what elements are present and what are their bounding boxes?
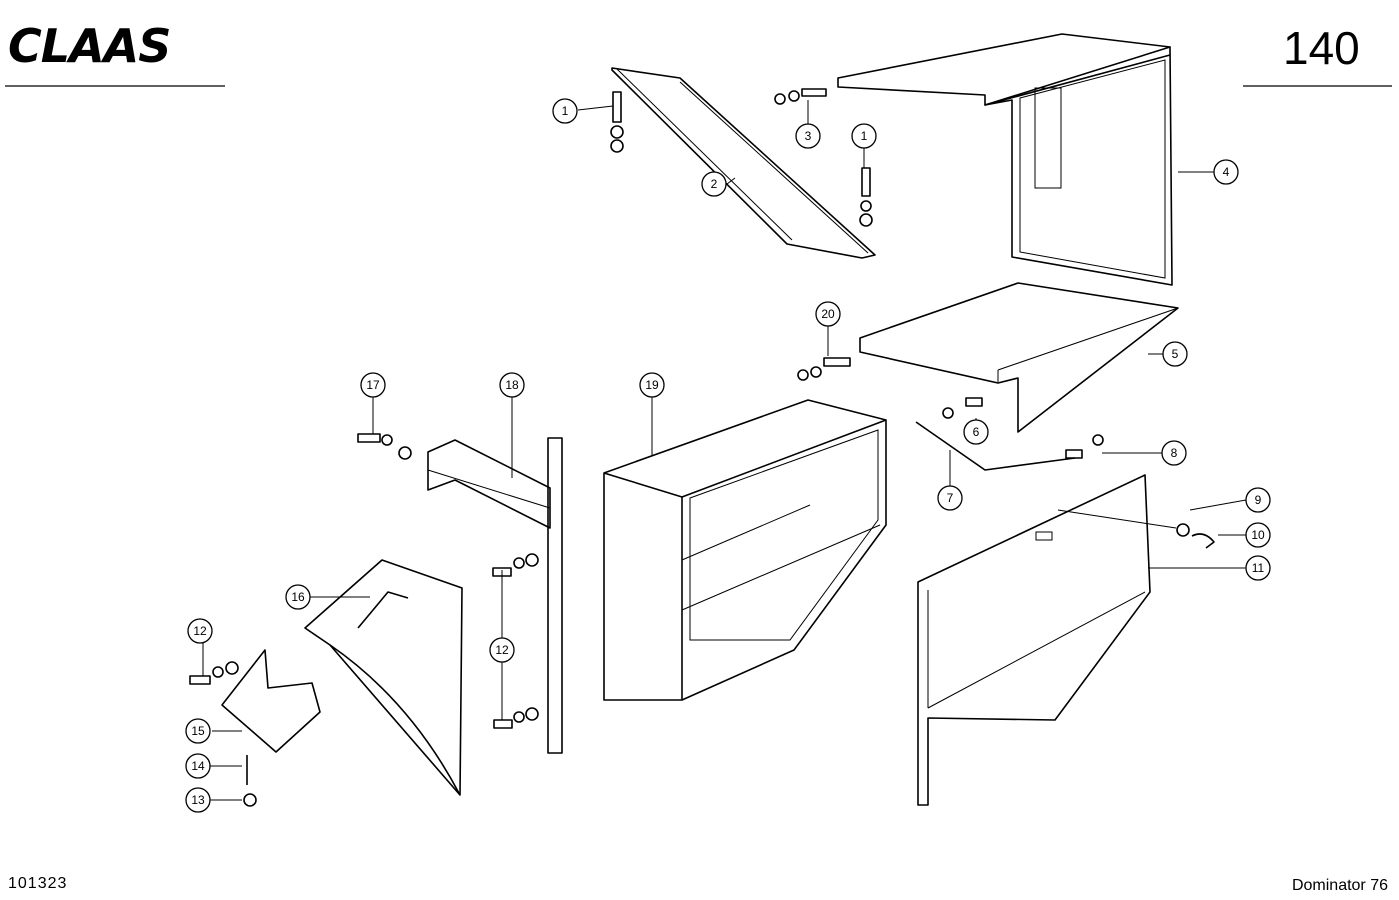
svg-text:13: 13 <box>191 793 205 807</box>
svg-text:18: 18 <box>505 378 519 392</box>
svg-text:3: 3 <box>805 129 812 143</box>
hardware-bolts-drawing <box>610 88 1104 459</box>
callout-7: 7 <box>937 485 963 511</box>
model-name: Dominator 76 <box>1292 877 1388 894</box>
svg-text:2: 2 <box>711 177 718 191</box>
callout-1a: 1 <box>552 98 578 124</box>
callout-1b: 1 <box>851 123 877 149</box>
svg-text:17: 17 <box>366 378 380 392</box>
svg-text:11: 11 <box>1252 561 1265 575</box>
drawing-number: 101323 <box>8 875 67 892</box>
callout-18: 18 <box>499 372 525 398</box>
svg-text:16: 16 <box>291 590 305 604</box>
callout-3: 3 <box>795 123 821 149</box>
svg-text:15: 15 <box>191 724 205 738</box>
svg-text:19: 19 <box>645 378 659 392</box>
callout-13: 13 <box>185 787 211 813</box>
svg-text:6: 6 <box>973 425 980 439</box>
part-7-rod-drawing <box>915 421 1076 471</box>
leader-lines <box>202 100 1247 801</box>
callout-10: 10 <box>1245 522 1271 548</box>
callout-17: 17 <box>360 372 386 398</box>
brand-logo: CLAAS <box>8 19 170 73</box>
callout-8: 8 <box>1161 440 1187 466</box>
callout-20: 20 <box>815 301 841 327</box>
callout-6: 6 <box>963 419 989 445</box>
svg-text:20: 20 <box>821 307 835 321</box>
svg-text:1: 1 <box>861 129 868 143</box>
svg-text:1: 1 <box>562 104 569 118</box>
part-5-tray-drawing <box>859 282 1179 433</box>
svg-text:7: 7 <box>947 491 954 505</box>
svg-text:14: 14 <box>191 759 205 773</box>
callout-5: 5 <box>1162 341 1188 367</box>
part-16-chute-drawing <box>304 559 463 796</box>
svg-text:8: 8 <box>1171 446 1178 460</box>
callout-15: 15 <box>185 718 211 744</box>
callout-16: 16 <box>285 584 311 610</box>
callout-4: 4 <box>1213 159 1239 185</box>
callout-19: 19 <box>639 372 665 398</box>
svg-text:5: 5 <box>1172 347 1179 361</box>
part-19-box-drawing <box>603 399 887 701</box>
callout-14: 14 <box>185 753 211 779</box>
callout-9: 9 <box>1245 487 1271 513</box>
svg-text:4: 4 <box>1223 165 1230 179</box>
part-9-10-clip-drawing <box>1176 523 1215 549</box>
callout-2: 2 <box>701 171 727 197</box>
part-15-plate-drawing <box>189 649 321 807</box>
part-2-channel-drawing <box>611 67 876 259</box>
part-18-bracket-drawing <box>357 433 563 754</box>
svg-text:12: 12 <box>495 643 509 657</box>
part-4-cover-drawing <box>837 33 1173 286</box>
svg-text:12: 12 <box>193 624 207 638</box>
callout-12a: 12 <box>187 618 213 644</box>
svg-text:9: 9 <box>1255 493 1262 507</box>
part-11-panel-drawing <box>917 474 1151 806</box>
page-number: 140 <box>1283 22 1360 74</box>
callout-11: 11 <box>1245 555 1271 581</box>
svg-text:10: 10 <box>1251 528 1265 542</box>
callout-12b: 12 <box>489 637 515 663</box>
